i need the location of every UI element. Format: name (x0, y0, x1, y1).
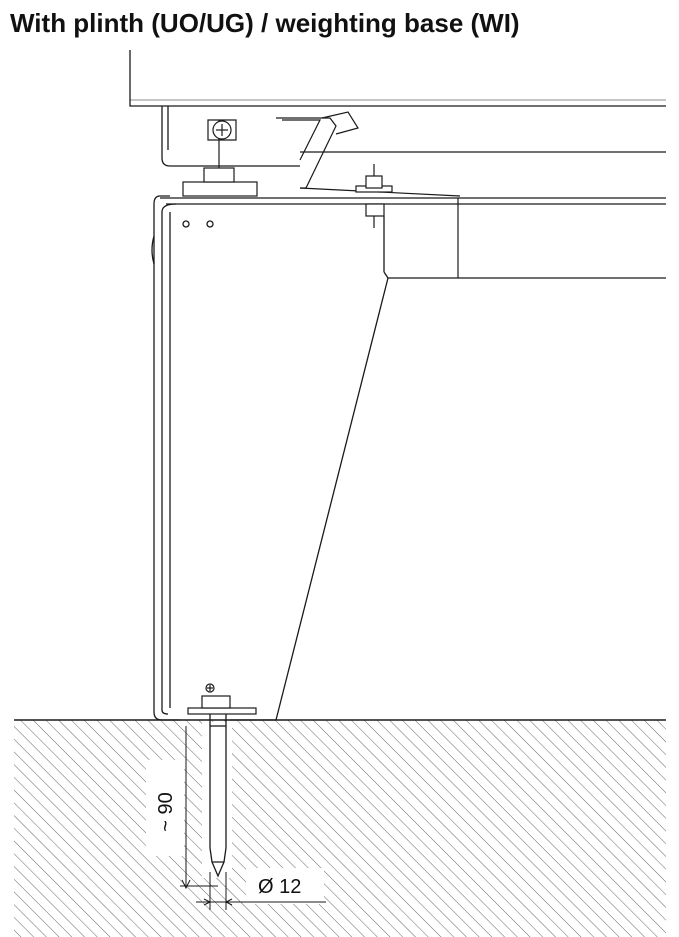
top-plate (160, 164, 666, 279)
cabinet-body (129, 50, 666, 167)
leveling-foot-icon (182, 119, 258, 197)
dimension-diameter (196, 872, 326, 910)
page-title: With plinth (UO/UG) / weighting base (WI… (10, 8, 520, 38)
anchor-bolt-icon (209, 714, 227, 878)
plinth-panel (151, 195, 389, 721)
ground-hatch (14, 719, 666, 937)
diameter-label-mask (246, 868, 324, 904)
diameter-label: Ø 12 (258, 876, 301, 898)
dimension-depth (180, 726, 218, 890)
foot-plate (187, 683, 257, 715)
anchor-mask (202, 722, 232, 878)
depth-label: ~ 90 (155, 792, 177, 831)
depth-label-mask (146, 760, 184, 856)
